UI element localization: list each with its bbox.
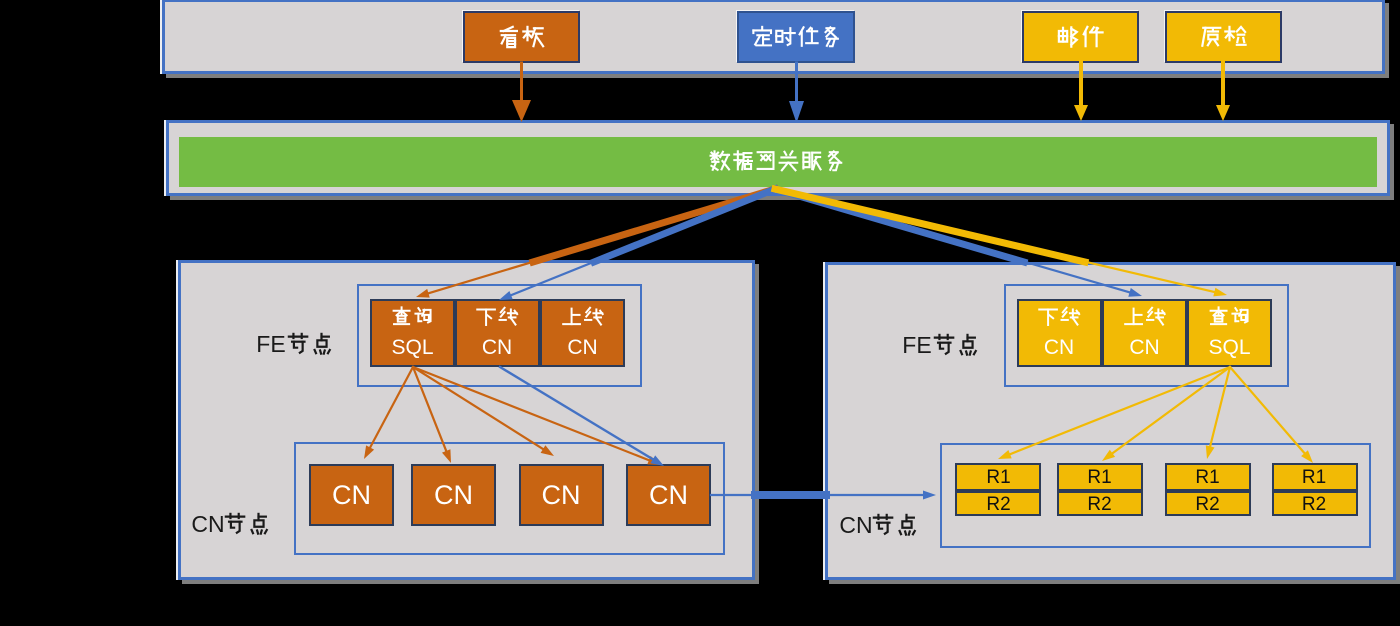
svg-text:CN: CN — [649, 480, 688, 510]
svg-text:FE: FE — [256, 331, 285, 357]
svg-text:CN: CN — [332, 480, 371, 510]
svg-text:SQL: SQL — [391, 336, 433, 359]
svg-text:CN: CN — [839, 512, 872, 538]
svg-text:R2: R2 — [1087, 494, 1111, 515]
svg-text:R2: R2 — [1195, 494, 1219, 515]
svg-text:R1: R1 — [1087, 467, 1111, 488]
svg-text:FE: FE — [902, 332, 931, 358]
svg-text:CN: CN — [567, 336, 597, 359]
svg-text:R1: R1 — [1195, 467, 1219, 488]
svg-text:R2: R2 — [1302, 494, 1326, 515]
svg-text:CN: CN — [191, 511, 224, 537]
svg-text:CN: CN — [482, 336, 512, 359]
svg-text:CN: CN — [1129, 336, 1159, 359]
svg-text:SQL: SQL — [1208, 336, 1250, 359]
svg-text:CN: CN — [542, 480, 581, 510]
svg-text:R1: R1 — [986, 467, 1010, 488]
svg-text:R2: R2 — [986, 494, 1010, 515]
svg-text:R1: R1 — [1302, 467, 1326, 488]
svg-text:CN: CN — [434, 480, 473, 510]
svg-text:CN: CN — [1044, 336, 1074, 359]
